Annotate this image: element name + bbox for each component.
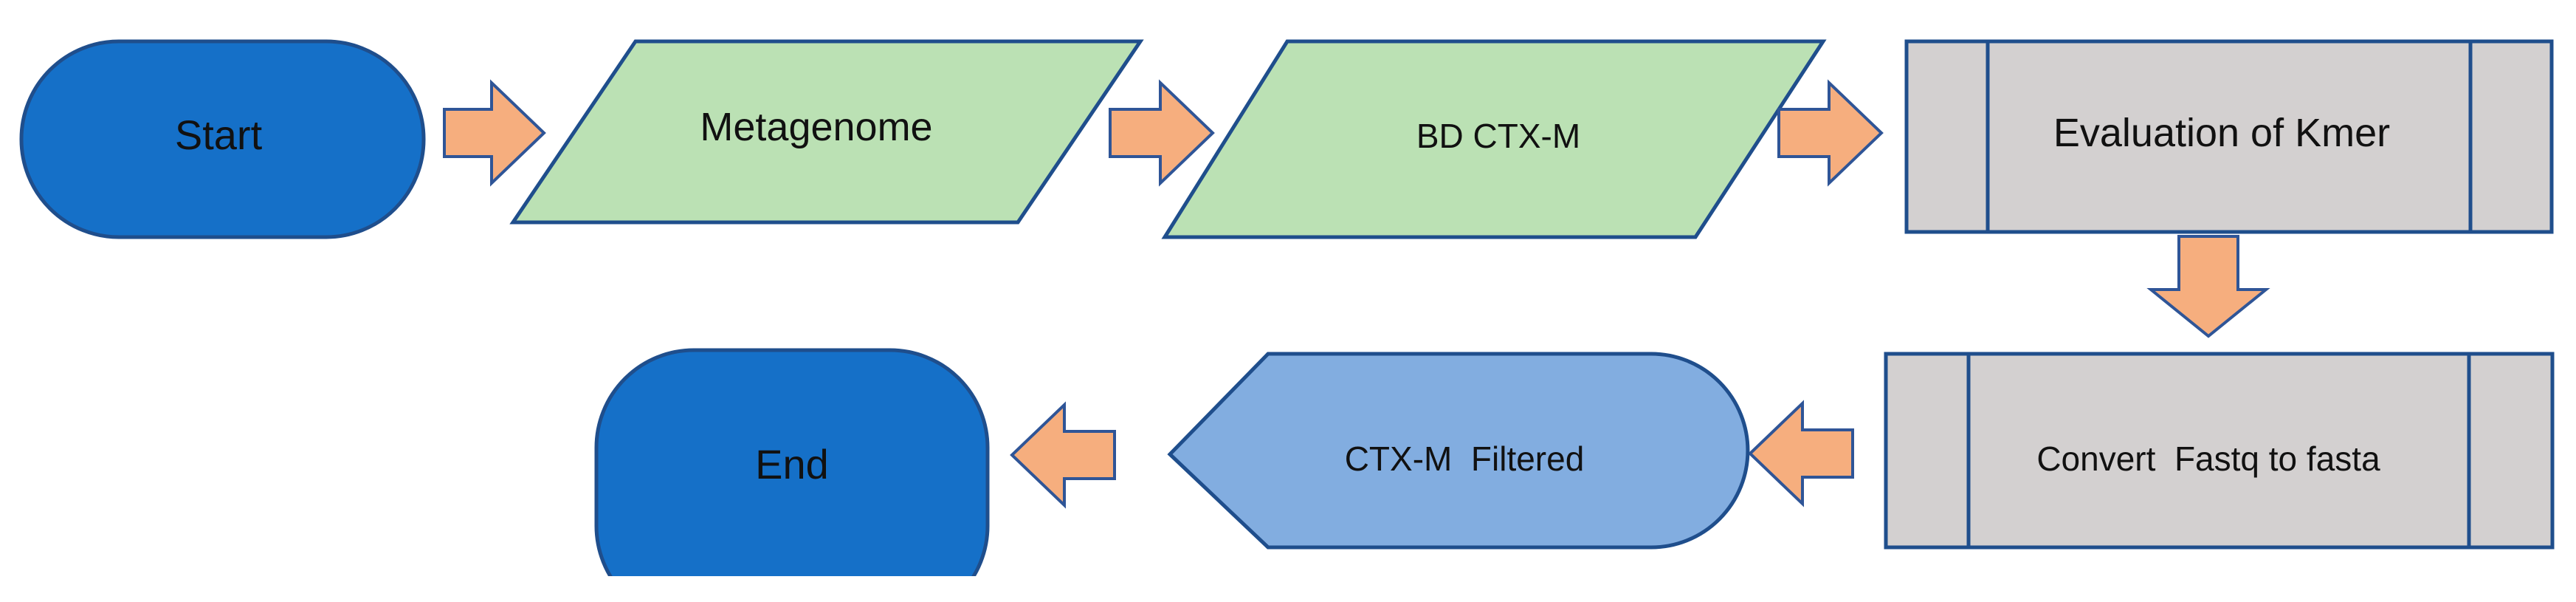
start-node: Start — [19, 39, 426, 239]
bd-ctxm-label: BD CTX-M — [1416, 117, 1580, 155]
arrow-filtered-to-end — [1010, 401, 1116, 509]
arrow-convert-to-filtered — [1748, 400, 1854, 507]
end-label: End — [755, 441, 829, 488]
start-shape — [19, 39, 426, 239]
arrow-start-to-metagenome — [443, 79, 546, 187]
ctxm-filtered-shape — [1167, 352, 1750, 550]
start-label: Start — [175, 112, 263, 158]
evaluation-kmer-node: Evaluation of Kmer — [1904, 39, 2554, 234]
arrow-evaluation-to-convert — [2146, 235, 2270, 338]
bd-ctxm-shape — [1161, 39, 1827, 239]
metagenome-label: Metagenome — [700, 105, 932, 149]
bottom-crop — [0, 576, 2576, 602]
end-node: End — [594, 348, 990, 602]
convert-fastq-node: Convert Fastq to fasta — [1884, 352, 2555, 550]
bd-ctxm-node: BD CTX-M — [1161, 39, 1827, 239]
ctxm-filtered-label: CTX-M Filtered — [1345, 439, 1585, 478]
evaluation-kmer-label: Evaluation of Kmer — [2053, 111, 2390, 155]
convert-fastq-label: Convert Fastq to fasta — [2036, 439, 2380, 478]
ctxm-filtered-node: CTX-M Filtered — [1167, 352, 1750, 550]
metagenome-shape — [509, 39, 1144, 225]
evaluation-kmer-shape — [1904, 39, 2554, 234]
end-shape — [594, 348, 990, 602]
arrow-metagenome-to-bd-ctxm — [1109, 79, 1215, 187]
arrow-bd-ctxm-to-evaluation — [1777, 79, 1884, 187]
metagenome-node: Metagenome — [509, 39, 1144, 225]
convert-fastq-shape — [1884, 352, 2555, 550]
